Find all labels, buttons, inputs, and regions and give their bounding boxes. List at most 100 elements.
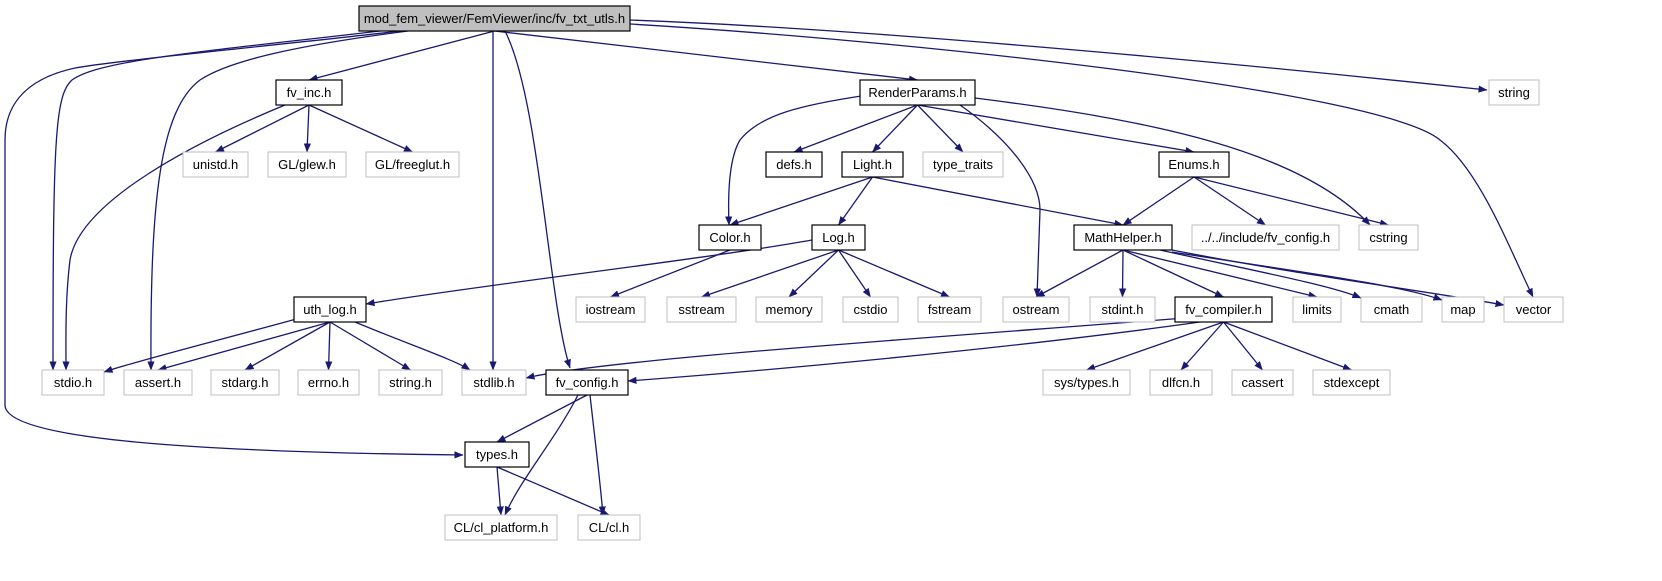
node-box-cl_platform <box>444 514 558 541</box>
node-box-string <box>1488 79 1540 106</box>
node-box-iostream <box>575 296 646 323</box>
node-box-defs <box>765 151 823 178</box>
edge-enums-to-inc_fv_config <box>1193 176 1266 226</box>
edge-log-to-cstdio <box>837 249 872 298</box>
node-mathhelper[interactable]: MathHelper.h <box>1073 224 1173 251</box>
node-errno: errno.h <box>297 369 360 396</box>
node-stdarg: stdarg.h <box>210 369 280 396</box>
node-label-color: Color.h <box>709 230 750 245</box>
edge-fv_config-to-cl <box>589 394 606 516</box>
node-box-cstring <box>1358 224 1419 251</box>
edge-mathhelper-to-ostream <box>1035 249 1124 298</box>
node-limits: limits <box>1292 296 1342 323</box>
node-box-stdexcept <box>1312 369 1391 396</box>
node-root[interactable]: mod_fem_viewer/FemViewer/inc/fv_txt_utls… <box>358 5 631 32</box>
node-glew: GL/glew.h <box>267 151 347 178</box>
node-label-limits: limits <box>1302 302 1332 317</box>
node-box-types <box>464 441 530 468</box>
node-box-cstdio <box>842 296 899 323</box>
node-box-cassert <box>1231 369 1294 396</box>
node-box-cmath <box>1360 296 1423 323</box>
node-label-types: types.h <box>476 447 518 462</box>
node-box-stdio <box>41 369 105 396</box>
node-box-type_traits <box>922 151 1004 178</box>
node-box-fv_compiler <box>1174 296 1273 323</box>
node-label-enums: Enums.h <box>1168 157 1219 172</box>
node-label-cassert: cassert <box>1242 375 1284 390</box>
edge-light-to-log <box>837 176 874 226</box>
node-fv_compiler[interactable]: fv_compiler.h <box>1174 296 1273 323</box>
node-defs[interactable]: defs.h <box>765 151 823 178</box>
node-box-log <box>811 224 866 251</box>
edge-color-to-iostream <box>610 249 731 298</box>
node-box-fstream <box>917 296 982 323</box>
node-box-freeglut <box>365 151 460 178</box>
node-box-stdarg <box>210 369 280 396</box>
node-box-map <box>1441 296 1485 323</box>
edge-uth_log-to-stdarg <box>244 321 331 371</box>
node-label-cmath: cmath <box>1374 302 1409 317</box>
node-label-stdexcept: stdexcept <box>1324 375 1380 390</box>
node-types[interactable]: types.h <box>464 441 530 468</box>
node-renderparams[interactable]: RenderParams.h <box>859 79 976 106</box>
node-label-errno: errno.h <box>308 375 349 390</box>
node-label-string: string <box>1498 85 1530 100</box>
node-box-cl <box>577 514 641 541</box>
node-label-fv_config: fv_config.h <box>556 375 619 390</box>
node-log[interactable]: Log.h <box>811 224 866 251</box>
node-uth_log[interactable]: uth_log.h <box>293 296 367 323</box>
edge-renderparams-to-cstring <box>974 97 1371 226</box>
edge-fv_compiler-to-fv_config <box>627 321 1201 384</box>
node-box-root <box>358 5 631 32</box>
node-box-mathhelper <box>1073 224 1173 251</box>
edge-renderparams-to-color <box>725 94 869 226</box>
edge-root-to-renderparams <box>494 30 918 83</box>
node-unistd: unistd.h <box>182 151 249 178</box>
node-label-glew: GL/glew.h <box>278 157 336 172</box>
edge-uth_log-to-assert <box>157 321 331 372</box>
node-inc_fv_config: ../../include/fv_config.h <box>1191 224 1340 251</box>
node-box-uth_log <box>293 296 367 323</box>
node-box-light <box>841 151 904 178</box>
node-box-enums <box>1158 151 1230 178</box>
edge-root-to-fv_inc <box>308 30 495 82</box>
edge-mathhelper-to-map <box>1171 251 1443 301</box>
edge-enums-to-cstring <box>1193 176 1389 227</box>
node-label-stdint: stdint.h <box>1102 302 1144 317</box>
node-memory: memory <box>755 296 823 323</box>
edge-uth_log-to-stdio <box>103 317 301 373</box>
node-label-type_traits: type_traits <box>933 157 993 172</box>
edge-fv_inc-to-glew <box>303 104 311 153</box>
edge-fv_compiler-to-stdlib <box>525 317 1186 380</box>
node-label-iostream: iostream <box>586 302 636 317</box>
node-box-fv_config <box>545 369 629 396</box>
edge-renderparams-to-light <box>872 104 918 153</box>
node-label-sstream: sstream <box>678 302 724 317</box>
node-color[interactable]: Color.h <box>698 224 762 251</box>
node-light[interactable]: Light.h <box>841 151 904 178</box>
node-label-ostream: ostream <box>1013 302 1060 317</box>
node-label-memory: memory <box>766 302 813 317</box>
edge-uth_log-to-string_h <box>329 321 411 371</box>
node-fstream: fstream <box>917 296 982 323</box>
node-enums[interactable]: Enums.h <box>1158 151 1230 178</box>
edge-fv_compiler-to-sys_types <box>1086 321 1224 371</box>
edge-renderparams-to-enums <box>917 104 1195 155</box>
edge-root-to-assert <box>147 30 409 371</box>
node-cstdio: cstdio <box>842 296 899 323</box>
node-fv_inc[interactable]: fv_inc.h <box>275 79 343 106</box>
edge-renderparams-to-ostream <box>959 104 1041 298</box>
node-label-fstream: fstream <box>928 302 971 317</box>
node-label-light: Light.h <box>853 157 892 172</box>
node-label-fv_compiler: fv_compiler.h <box>1185 302 1262 317</box>
node-box-assert <box>123 369 193 396</box>
node-label-stdarg: stdarg.h <box>222 375 269 390</box>
node-label-log: Log.h <box>822 230 855 245</box>
node-iostream: iostream <box>575 296 646 323</box>
node-box-sstream <box>666 296 737 323</box>
edge-fv_config-to-types <box>496 394 588 443</box>
node-fv_config[interactable]: fv_config.h <box>545 369 629 396</box>
node-label-root: mod_fem_viewer/FemViewer/inc/fv_txt_utls… <box>364 11 625 26</box>
edge-types-to-cl <box>496 466 610 516</box>
